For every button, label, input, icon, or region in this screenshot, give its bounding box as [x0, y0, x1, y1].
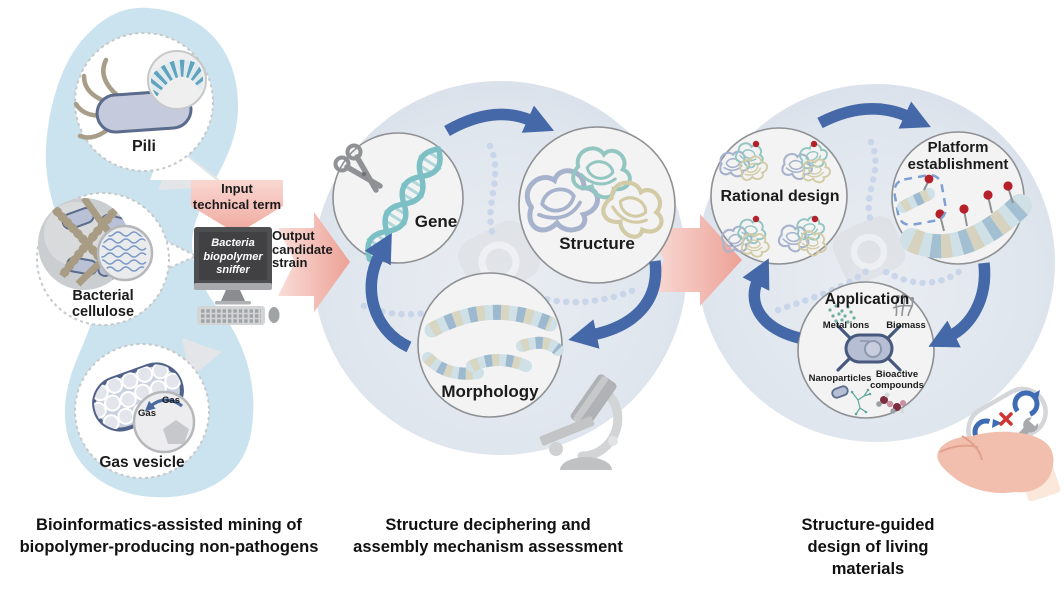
application-bacterium-icon: [836, 324, 902, 372]
rational-design-clusters-icon: [719, 139, 832, 260]
caption-mining: Bioinformatics-assisted mining of biopol…: [19, 516, 319, 556]
design-watermark-cell: [832, 216, 906, 284]
bioactive-compounds-label: Bioactive compounds: [870, 369, 924, 391]
arrow-platform-to-application: [928, 262, 991, 348]
mouse-icon: [268, 307, 280, 323]
morphology-label: Morphology: [441, 382, 539, 401]
metal-ions-icon: [828, 304, 856, 324]
arrow-structure-to-morphology: [568, 260, 662, 349]
morphology-worms-icon: [422, 304, 564, 380]
gas-pentagon-icon: [163, 420, 189, 444]
gas-flow-arrow: [144, 398, 183, 412]
caption-design: Structure-guided design of living materi…: [801, 516, 935, 578]
arrow-morphology-to-gene: [364, 232, 412, 353]
metal-ions-label: Metal ions: [822, 320, 870, 331]
gas-vesicle-icon: [89, 362, 196, 454]
cellulose-label: Bacterial cellulose: [71, 288, 135, 320]
output-arrow-label: Output candidate strain: [272, 228, 333, 270]
computer-icon: [194, 227, 280, 325]
pili-fiber-zoom-icon: [151, 59, 203, 101]
platform-establishment-label: Platform establishment: [907, 139, 1009, 173]
red-x-icon: [999, 412, 1013, 426]
gas-annotation-1: Gas: [162, 395, 180, 406]
arrow-application-to-rational: [742, 258, 801, 344]
design-polymer-chains: [774, 138, 968, 314]
arrow-rational-to-platform: [817, 101, 931, 129]
arrow-gene-to-structure: [444, 105, 555, 137]
cycle-arrows: [364, 105, 662, 353]
scissors-icon: [333, 143, 383, 193]
computer-screen-text: Bacteria biopolymer sniffer: [203, 237, 263, 276]
nanoparticles-icon: [831, 385, 872, 416]
candidate-transfer-arrow: [648, 214, 742, 306]
caption-deciphering: Structure deciphering and assembly mecha…: [353, 516, 623, 556]
biomass-icon: [892, 292, 914, 317]
bacterial-cellulose-icon: [38, 198, 154, 290]
gas-vesicle-label: Gas vesicle: [99, 454, 185, 471]
biomass-label: Biomass: [886, 320, 926, 331]
platform-fiber-icon: [893, 173, 1032, 259]
input-arrow: [191, 180, 283, 234]
bioactive-compounds-icon: [876, 392, 906, 414]
gas-annotation-2: Gas: [138, 408, 156, 419]
gene-node-circle: [332, 132, 464, 264]
keyboard-icon: [197, 306, 265, 325]
structure-label: Structure: [559, 234, 635, 253]
gene-label: Gene: [414, 212, 458, 231]
output-arrow: [278, 212, 350, 312]
microscope-icon: [539, 374, 623, 470]
application-label: Application: [824, 291, 910, 308]
pili-bacterium-icon: [73, 50, 207, 140]
input-arrow-label: Input technical term: [192, 181, 282, 212]
hand-icon: [937, 431, 1061, 502]
design-arrows: [742, 101, 991, 348]
rational-design-label: Rational design: [720, 188, 840, 205]
pili-label: Pili: [131, 138, 157, 155]
nanoparticles-label: Nanoparticles: [808, 373, 872, 384]
